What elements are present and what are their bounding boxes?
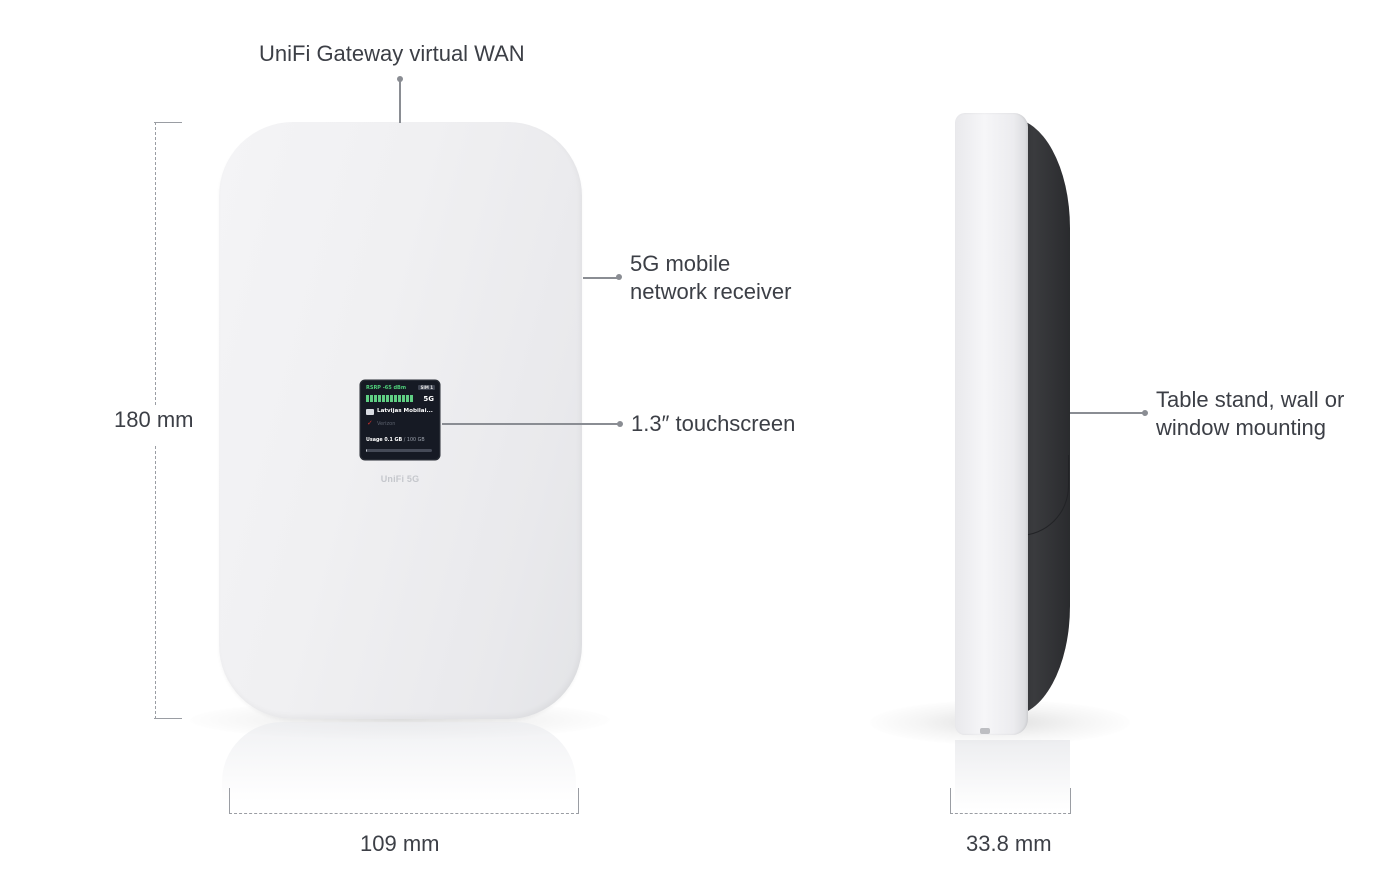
receiver-callout-label-line1: 5G mobile [630, 251, 731, 276]
receiver-callout-line [583, 277, 619, 279]
touchscreen-callout-line [442, 423, 620, 425]
depth-dimension-right-tick [1070, 788, 1071, 814]
receiver-callout-label-line2: network receiver [630, 279, 792, 304]
screen-rsrp-value: RSRP -65 dBm [366, 385, 407, 391]
signal-bar [386, 395, 389, 402]
receiver-callout-dot [616, 274, 622, 280]
width-dimension-label: 109 mm [360, 831, 440, 856]
signal-bar [378, 395, 381, 402]
height-dimension-top-tick [154, 122, 182, 123]
signal-bar [390, 395, 393, 402]
screen-usage: Usage 0.1 GB / 100 GB [366, 438, 425, 443]
signal-bar [370, 395, 373, 402]
verizon-check-icon: ✓ [367, 419, 373, 427]
screen-usage-progress-fill [366, 449, 368, 452]
mounting-callout-line [1070, 412, 1146, 414]
carrier-flag-icon [366, 409, 374, 415]
depth-dimension-label: 33.8 mm [966, 831, 1052, 856]
touchscreen-callout-label: 1.3″ touchscreen [631, 411, 796, 436]
signal-bar [406, 395, 409, 402]
device-logo: UniFi 5G [380, 474, 420, 484]
width-dimension-left-tick [229, 788, 230, 814]
screen-usage-total: / 100 GB [403, 438, 425, 443]
mounting-callout-dot [1142, 410, 1148, 416]
signal-bar [394, 395, 397, 402]
width-dimension-right-tick [578, 788, 579, 814]
touchscreen-callout-dot [617, 421, 623, 427]
side-device-foot [980, 728, 990, 734]
screen-usage-progress [366, 449, 432, 452]
gateway-callout-line [399, 79, 401, 123]
height-dimension-label: 180 mm [114, 407, 194, 432]
height-dimension-bottom-tick [154, 718, 182, 719]
side-device-reflection [955, 740, 1070, 810]
gateway-callout-label: UniFi Gateway virtual WAN [259, 41, 525, 66]
signal-bar [398, 395, 401, 402]
mounting-callout-label-line2: window mounting [1156, 415, 1326, 440]
height-dimension-line-lower [155, 446, 156, 719]
device-touchscreen: RSRP -65 dBm SIM 1 5G Latvijas Mobilai..… [361, 381, 439, 459]
signal-bar [382, 395, 385, 402]
screen-usage-label: Usage 0.1 GB [366, 438, 403, 443]
depth-dimension-left-tick [950, 788, 951, 814]
height-dimension-line-upper [155, 122, 156, 405]
signal-bar [402, 395, 405, 402]
screen-carrier-name: Latvijas Mobilai... [377, 408, 433, 414]
screen-sim-badge: SIM 1 [418, 385, 435, 390]
signal-bar [366, 395, 369, 402]
signal-bar [374, 395, 377, 402]
screen-network-type: 5G [423, 395, 434, 403]
side-device-body [955, 113, 1028, 735]
mounting-callout-label-line1: Table stand, wall or [1156, 387, 1345, 412]
depth-dimension-line [950, 813, 1071, 814]
screen-signal-bars [366, 395, 413, 402]
front-device-reflection [222, 722, 576, 802]
signal-bar [410, 395, 413, 402]
width-dimension-line [229, 813, 579, 814]
screen-secondary-carrier: Verizon [377, 421, 396, 427]
